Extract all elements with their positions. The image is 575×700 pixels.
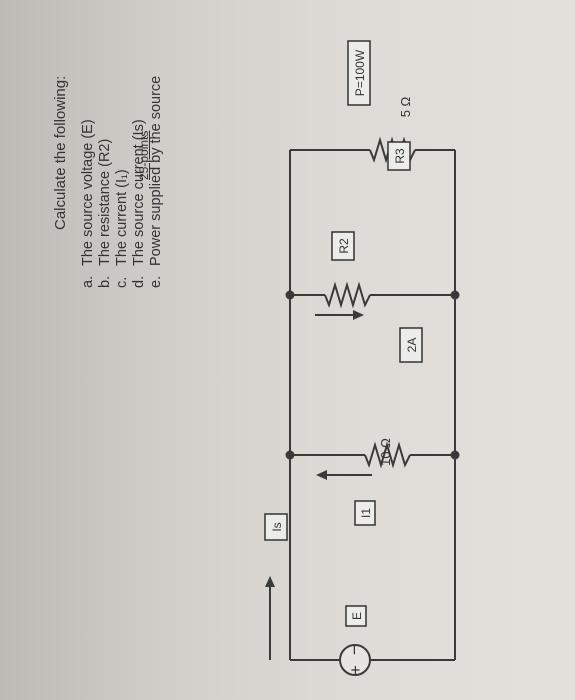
i1-arrowhead xyxy=(316,470,327,480)
is-arrowhead xyxy=(265,576,275,587)
r3-value: 5 Ω xyxy=(398,96,413,117)
current-2a-label-box xyxy=(399,327,423,363)
node-dot xyxy=(450,290,460,300)
r2-label: R2 xyxy=(337,238,351,254)
is-label: Is xyxy=(270,522,284,531)
source-minus-sign: − xyxy=(345,645,364,655)
r2-label-box xyxy=(331,231,355,261)
source-label-box xyxy=(345,605,367,627)
node-dot xyxy=(285,290,295,300)
r1-resistor xyxy=(364,441,411,469)
voltage-source xyxy=(339,644,371,676)
r3-label-box xyxy=(387,141,411,171)
current-2a-arrowhead xyxy=(353,310,364,320)
node-dot xyxy=(285,450,295,460)
source-plus-sign: + xyxy=(346,665,365,675)
r2-resistor xyxy=(324,281,371,309)
is-label-box xyxy=(264,513,288,541)
node-dot xyxy=(450,450,460,460)
power-label: P=100W xyxy=(353,49,367,96)
r1-value: 10 Ω xyxy=(378,438,393,466)
source-label: E xyxy=(350,612,364,620)
power-label-box xyxy=(347,40,371,106)
r3-label: R3 xyxy=(393,148,407,164)
i1-label-box xyxy=(354,500,376,526)
current-2a-label: 2A xyxy=(405,338,419,353)
i1-label: I1 xyxy=(359,508,373,518)
